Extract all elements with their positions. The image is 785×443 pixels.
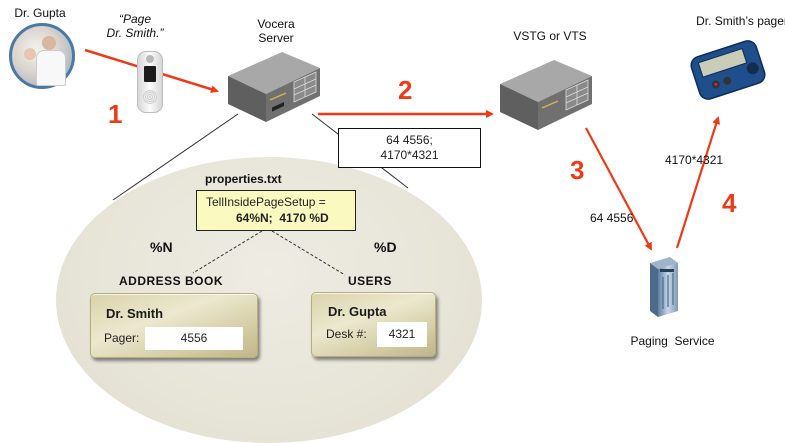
pager-label: Dr. Smith’s pager (696, 14, 785, 28)
server-to-oval-line-left (112, 113, 239, 201)
step-2-number: 2 (398, 75, 413, 105)
vocera-server-label-line-1: Vocera (257, 17, 295, 31)
address-book-name: Dr. Smith (106, 306, 164, 321)
step-3-message: 64 4556 (590, 211, 634, 225)
users-name: Dr. Gupta (328, 304, 387, 319)
vocera-badge-icon (137, 51, 163, 113)
step-2-message-line-1: 64 4556; (386, 133, 433, 147)
step-2-message-line-2: 4170*4321 (380, 148, 439, 162)
variable-d: %D (374, 239, 397, 255)
pager-icon (690, 40, 766, 100)
dashed-link-users (271, 230, 346, 276)
spoken-command-line-2: Dr. Smith.” (106, 26, 164, 40)
variable-n: %N (150, 239, 173, 255)
paging-service-server-icon (650, 257, 678, 317)
step-3-number: 3 (570, 155, 585, 185)
spoken-command-line-1: “Page (118, 12, 152, 26)
properties-setting-key: TellInsidePageSetup = (206, 195, 326, 209)
paging-service-label-text: Paging Service (630, 334, 715, 348)
gateway-label: VSTG or VTS (513, 29, 587, 43)
vocera-server-label: Vocera Server (246, 17, 306, 45)
users-header: USERS (348, 274, 392, 288)
doctor-photo-icon (9, 23, 75, 89)
vocera-server-label-line-2: Server (258, 31, 294, 45)
users-desk-value: 4321 (377, 322, 427, 347)
arrow-step-3 (585, 127, 652, 251)
step-4-number: 4 (722, 188, 737, 218)
properties-setting-box: TellInsidePageSetup = 64%N; 4170 %D (196, 190, 356, 231)
address-book-header: ADDRESS BOOK (119, 274, 224, 288)
users-field-label: Desk #: (326, 327, 367, 341)
spoken-command: “Page Dr. Smith.” (100, 12, 170, 40)
arrow-step-4 (675, 116, 721, 249)
caller-label: Dr. Gupta (14, 6, 66, 20)
dashed-link-address-book (192, 230, 263, 274)
address-book-pager-value: 4556 (145, 327, 243, 350)
step-1-number: 1 (108, 99, 123, 129)
step-2-message-box: 64 4556; 4170*4321 (338, 128, 481, 168)
step-4-message: 4170*4321 (665, 153, 724, 167)
address-book-field-label: Pager: (104, 331, 140, 345)
properties-file-label: properties.txt (205, 172, 282, 186)
address-book-card: Dr. Smith Pager: 4556 (90, 293, 258, 358)
vocera-server-icon (228, 52, 320, 122)
properties-setting-value: 64%N; 4170 %D (236, 211, 329, 225)
gateway-server-icon (500, 60, 592, 130)
users-card: Dr. Gupta Desk #: 4321 (311, 292, 436, 357)
